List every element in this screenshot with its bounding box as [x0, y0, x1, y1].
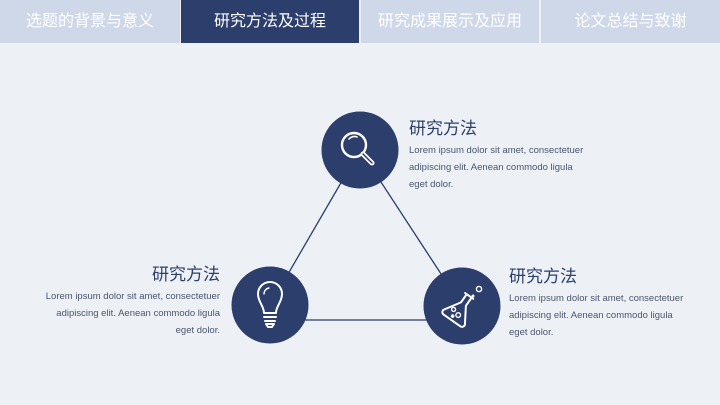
- description-line: Lorem ipsum dolor sit amet, consectetuer: [409, 145, 584, 156]
- node-description: Lorem ipsum dolor sit amet, consectetuer…: [409, 142, 599, 193]
- text-block-right: 研究方法 Lorem ipsum dolor sit amet, consect…: [509, 266, 699, 341]
- node-left: [231, 266, 309, 344]
- tab-results-application[interactable]: 研究成果展示及应用: [361, 0, 539, 43]
- description-line: eget dolor.: [175, 325, 220, 336]
- tab-summary-thanks[interactable]: 论文总结与致谢: [541, 0, 720, 43]
- description-line: eget dolor.: [409, 179, 454, 190]
- lightbulb-icon: [257, 281, 283, 328]
- description-line: adipiscing elit. Aenean commodo ligula: [509, 310, 673, 321]
- text-block-top: 研究方法 Lorem ipsum dolor sit amet, consect…: [409, 118, 599, 193]
- description-line: eget dolor.: [509, 327, 554, 338]
- tab-background-significance[interactable]: 选题的背景与意义: [0, 0, 180, 43]
- top-nav-tabs: 选题的背景与意义 研究方法及过程 研究成果展示及应用 论文总结与致谢: [0, 0, 720, 43]
- text-block-left: 研究方法 Lorem ipsum dolor sit amet, consect…: [30, 264, 220, 339]
- description-line: adipiscing elit. Aenean commodo ligula: [409, 162, 573, 173]
- node-description: Lorem ipsum dolor sit amet, consectetuer…: [30, 288, 220, 339]
- description-line: Lorem ipsum dolor sit amet, consectetuer: [45, 291, 220, 302]
- node-title: 研究方法: [509, 267, 577, 286]
- node-title: 研究方法: [409, 119, 477, 138]
- node-right: [423, 267, 501, 345]
- description-line: adipiscing elit. Aenean commodo ligula: [56, 308, 220, 319]
- node-title: 研究方法: [152, 265, 220, 284]
- tab-research-methods[interactable]: 研究方法及过程: [181, 0, 359, 43]
- flask-icon: [441, 285, 483, 328]
- magnifier-icon: [340, 131, 375, 166]
- node-top: [321, 111, 399, 189]
- node-description: Lorem ipsum dolor sit amet, consectetuer…: [509, 290, 699, 341]
- description-line: Lorem ipsum dolor sit amet, consectetuer: [509, 293, 684, 304]
